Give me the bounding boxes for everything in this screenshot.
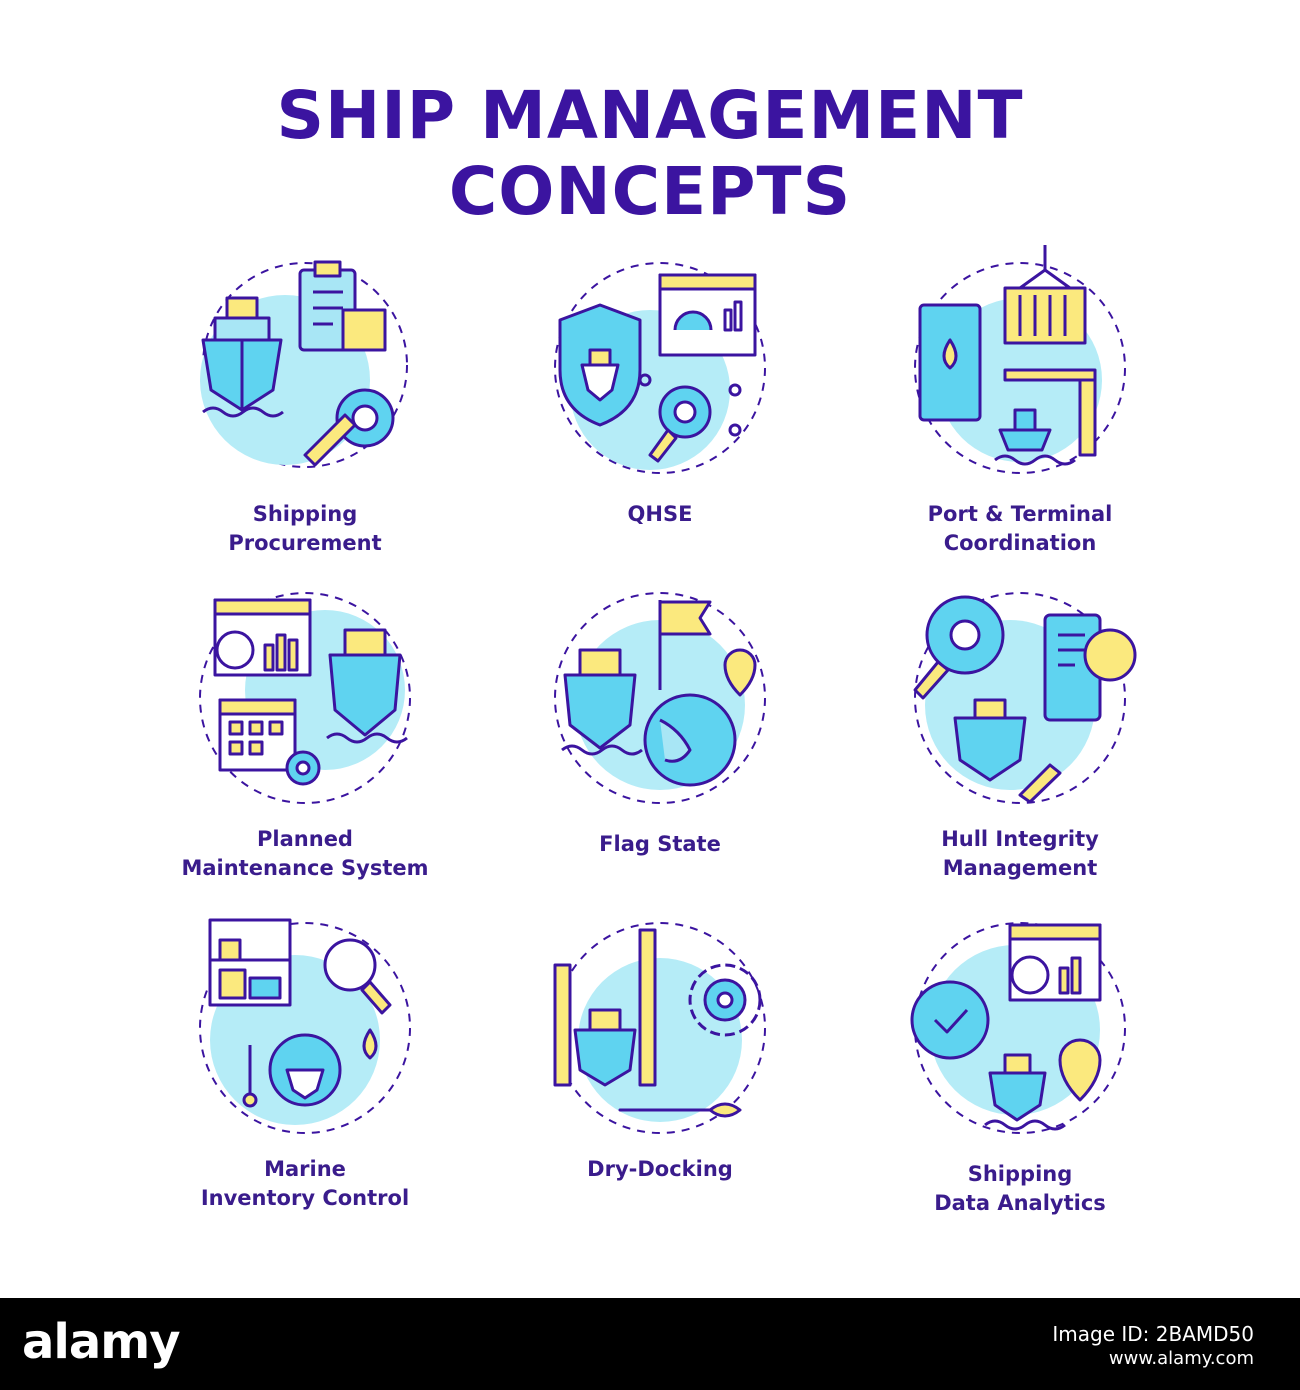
calendar-ship-chart-icon	[199, 592, 411, 804]
shield-ship-dashboard-icon	[554, 262, 766, 474]
gear-check-ship-location-icon	[910, 922, 1126, 1134]
title-line-2: CONCEPTS	[448, 153, 852, 230]
concept-flag-state: Flag State	[510, 580, 810, 856]
concept-qhse: QHSE	[510, 250, 810, 526]
concept-label: Dry-Docking	[587, 1157, 733, 1181]
concept-shipping-procurement: Shipping Procurement	[155, 250, 455, 555]
concept-label: Shipping Procurement	[228, 502, 382, 555]
ship-flag-globe-icon	[554, 592, 766, 804]
concept-label: Hull Integrity Management	[941, 827, 1099, 880]
concept-label: QHSE	[627, 502, 693, 526]
concept-port-terminal: Port & Terminal Coordination	[870, 240, 1170, 555]
image-id: Image ID: 2BAMD50	[1052, 1322, 1254, 1346]
concept-label: Port & Terminal Coordination	[927, 502, 1113, 555]
concept-planned-maintenance: Planned Maintenance System	[155, 580, 455, 880]
magnifier-eye-checklist-icon	[913, 592, 1137, 804]
concept-label: Flag State	[599, 832, 721, 856]
barrel-container-crane-icon	[914, 245, 1126, 474]
ship-clipboard-wrench-icon	[200, 260, 408, 468]
concept-marine-inventory: Marine Inventory Control	[155, 910, 455, 1210]
concept-label: Marine Inventory Control	[200, 1157, 410, 1210]
concept-dry-docking: Dry-Docking	[510, 910, 810, 1181]
dock-ship-gear-wrench-icon	[553, 922, 766, 1134]
brand-logo: alamy	[22, 1314, 181, 1370]
concept-shipping-data-analytics: Shipping Data Analytics	[870, 910, 1170, 1215]
concept-label: Shipping Data Analytics	[934, 1162, 1106, 1215]
title-line-1: SHIP MANAGEMENT	[276, 77, 1024, 154]
concept-hull-integrity: Hull Integrity Management	[870, 580, 1170, 880]
site-url: www.alamy.com	[1108, 1348, 1254, 1369]
footer-banner: alamy Image ID: 2BAMD50 www.alamy.com	[0, 1298, 1300, 1390]
shelf-gear-ship-icon	[199, 918, 411, 1134]
page-title: SHIP MANAGEMENT CONCEPTS	[0, 78, 1300, 230]
concept-label: Planned Maintenance System	[181, 827, 429, 880]
